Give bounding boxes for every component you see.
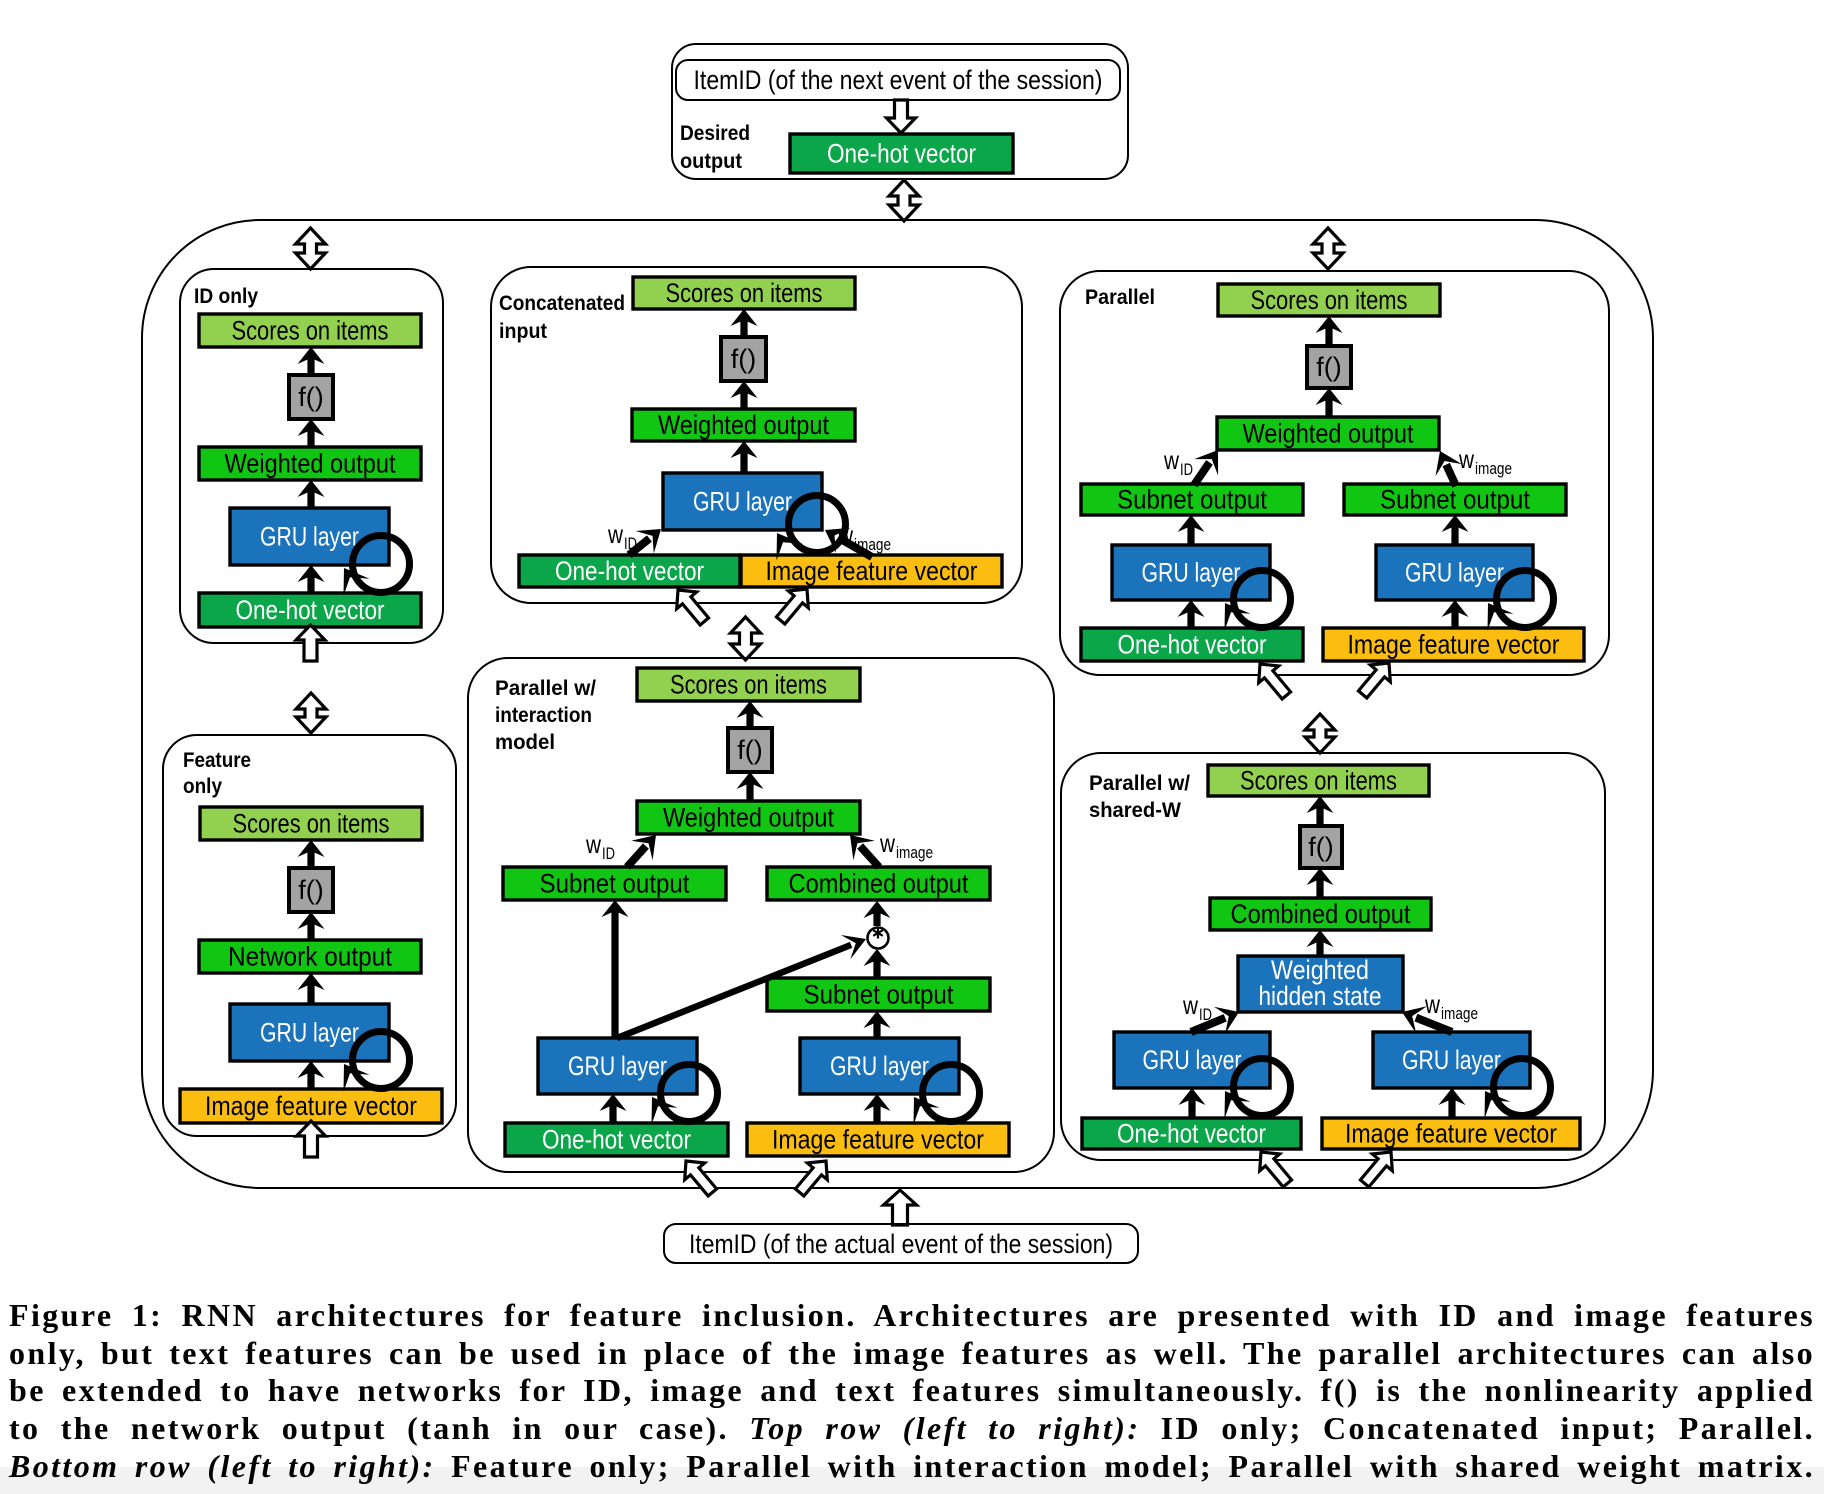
svg-text:Image feature vector: Image feature vector	[766, 556, 978, 586]
svg-text:GRU layer: GRU layer	[1142, 558, 1241, 588]
svg-text:Scores on items: Scores on items	[1251, 285, 1408, 315]
svg-text:One-hot vector: One-hot vector	[827, 139, 976, 169]
svg-text:Image feature vector: Image feature vector	[772, 1125, 984, 1155]
svg-text:GRU layer: GRU layer	[260, 1018, 359, 1048]
svg-text:GRU layer: GRU layer	[1143, 1045, 1242, 1075]
svg-text:f(): f()	[737, 735, 762, 765]
svg-text:model: model	[495, 730, 555, 754]
svg-text:Weighted: Weighted	[1271, 955, 1369, 985]
svg-text:image: image	[854, 535, 891, 554]
svg-text:Subnet output: Subnet output	[804, 980, 954, 1010]
svg-text:One-hot vector: One-hot vector	[236, 595, 385, 625]
svg-text:w: w	[837, 520, 853, 550]
svg-text:only: only	[183, 774, 222, 798]
svg-text:Feature: Feature	[183, 748, 251, 772]
svg-text:One-hot vector: One-hot vector	[542, 1125, 691, 1155]
svg-text:One-hot vector: One-hot vector	[1118, 630, 1267, 660]
svg-text:GRU layer: GRU layer	[1405, 558, 1504, 588]
svg-text:Weighted output: Weighted output	[1243, 419, 1414, 449]
svg-text:GRU layer: GRU layer	[830, 1051, 929, 1081]
svg-text:GRU layer: GRU layer	[693, 487, 792, 517]
svg-text:Weighted output: Weighted output	[658, 410, 829, 440]
svg-text:output: output	[680, 149, 742, 173]
svg-text:Scores on items: Scores on items	[233, 809, 390, 839]
svg-text:Parallel w/: Parallel w/	[1089, 771, 1190, 795]
svg-text:Parallel: Parallel	[1085, 285, 1155, 309]
svg-text:ID: ID	[624, 534, 637, 553]
svg-text:Combined output: Combined output	[789, 869, 969, 899]
svg-text:w: w	[585, 829, 601, 859]
svg-text:image: image	[1441, 1004, 1478, 1023]
svg-text:Scores on items: Scores on items	[232, 316, 389, 346]
svg-text:ID: ID	[1199, 1005, 1212, 1024]
svg-text:hidden state: hidden state	[1259, 981, 1382, 1011]
svg-text:f(): f()	[1316, 352, 1341, 382]
svg-text:Weighted output: Weighted output	[663, 803, 834, 833]
svg-text:One-hot vector: One-hot vector	[555, 556, 704, 586]
svg-text:image: image	[1475, 459, 1512, 478]
svg-text:GRU layer: GRU layer	[568, 1051, 667, 1081]
svg-text:Subnet output: Subnet output	[540, 869, 690, 899]
svg-text:Desired: Desired	[680, 121, 750, 145]
svg-text:Scores on items: Scores on items	[670, 670, 827, 700]
svg-text:GRU layer: GRU layer	[260, 522, 359, 552]
svg-text:w: w	[1424, 989, 1440, 1019]
svg-text:Subnet output: Subnet output	[1117, 485, 1267, 515]
svg-text:Scores on items: Scores on items	[666, 278, 823, 308]
svg-text:GRU layer: GRU layer	[1402, 1045, 1501, 1075]
svg-text:Combined output: Combined output	[1231, 899, 1411, 929]
svg-text:input: input	[499, 319, 547, 343]
svg-text:image: image	[896, 843, 933, 862]
svg-text:ID: ID	[602, 844, 615, 863]
svg-text:w: w	[1182, 990, 1198, 1020]
svg-text:shared-W: shared-W	[1089, 798, 1182, 822]
svg-text:Image feature vector: Image feature vector	[205, 1091, 417, 1121]
svg-text:f(): f()	[298, 875, 323, 905]
svg-text:Parallel w/: Parallel w/	[495, 676, 596, 700]
svg-text:Scores on items: Scores on items	[1240, 766, 1397, 796]
svg-text:f(): f()	[298, 382, 323, 412]
svg-text:ItemID (of the next event of t: ItemID (of the next event of the session…	[694, 65, 1103, 95]
svg-text:Image feature vector: Image feature vector	[1345, 1119, 1557, 1149]
svg-text:Network output: Network output	[228, 942, 392, 972]
svg-text:One-hot vector: One-hot vector	[1117, 1119, 1266, 1149]
svg-text:Image feature vector: Image feature vector	[1348, 630, 1560, 660]
svg-text:f(): f()	[731, 344, 756, 374]
svg-text:interaction: interaction	[495, 703, 592, 727]
svg-text:ID: ID	[1180, 460, 1193, 479]
svg-text:f(): f()	[1308, 832, 1333, 862]
svg-text:ID only: ID only	[194, 284, 258, 308]
svg-text:Concatenated: Concatenated	[499, 291, 625, 315]
svg-text:w: w	[1163, 445, 1179, 475]
svg-text:w: w	[1458, 444, 1474, 474]
svg-text:Weighted output: Weighted output	[225, 449, 396, 479]
svg-text:w: w	[879, 828, 895, 858]
svg-text:ItemID (of the actual event of: ItemID (of the actual event of the sessi…	[689, 1229, 1113, 1259]
svg-text:Subnet output: Subnet output	[1380, 485, 1530, 515]
svg-text:w: w	[607, 519, 623, 549]
